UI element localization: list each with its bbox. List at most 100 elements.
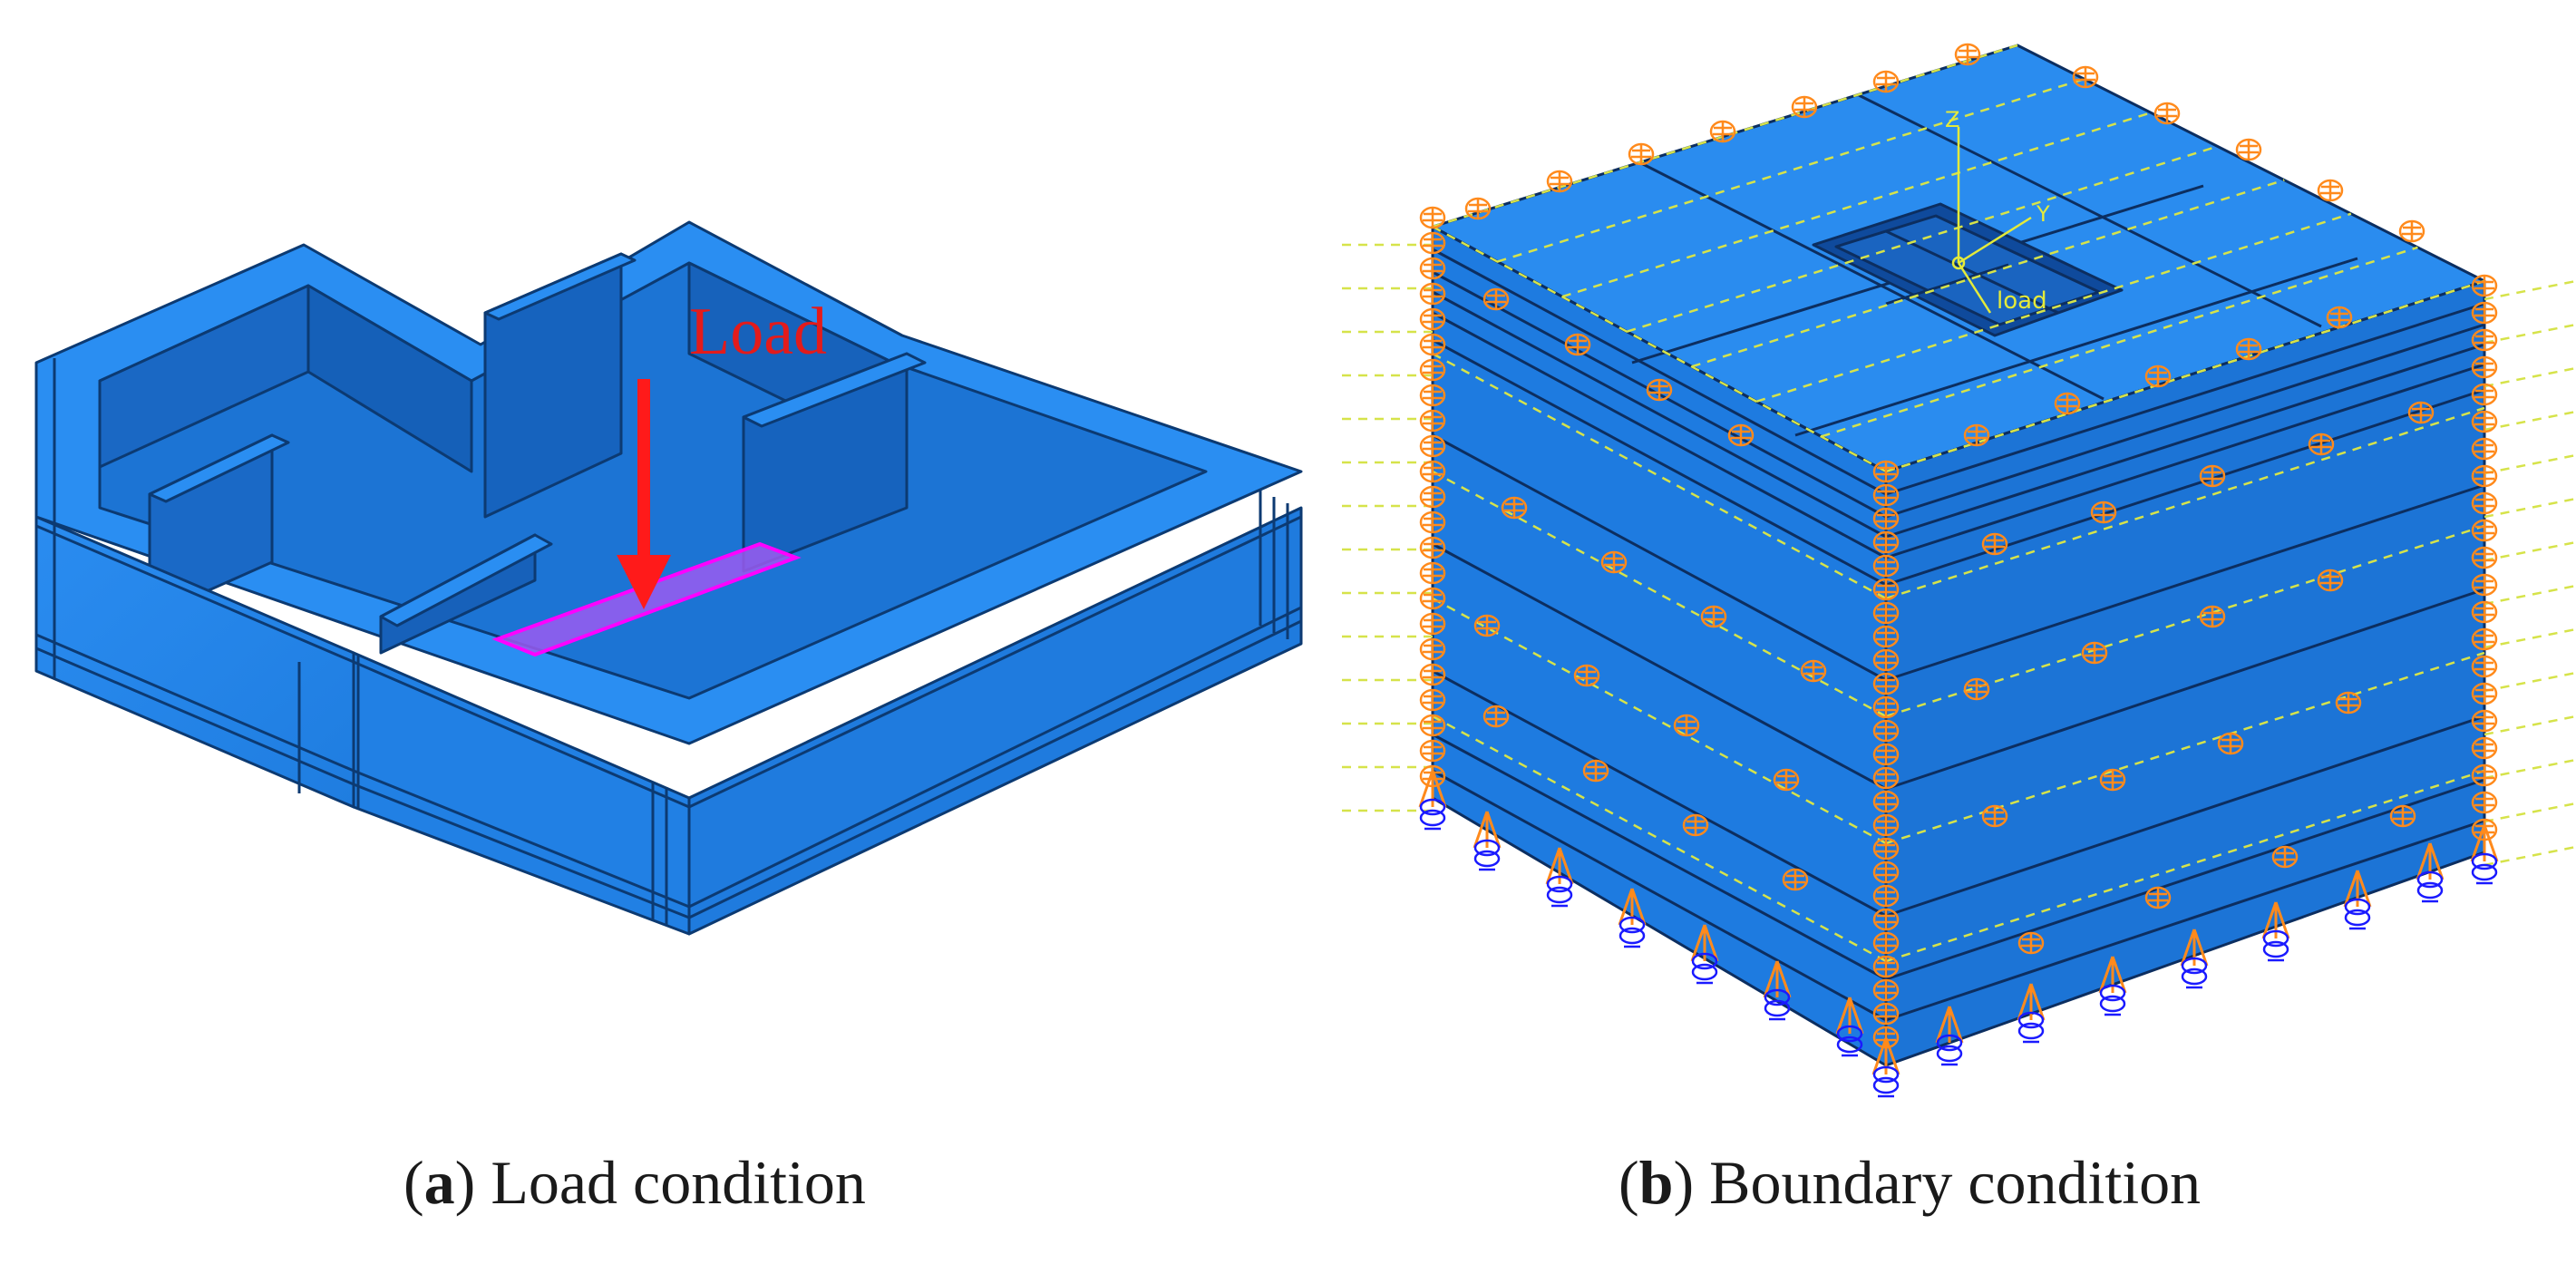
spring-icon xyxy=(1419,612,1446,636)
spring-icon xyxy=(2335,691,2362,715)
spring-icon xyxy=(2235,337,2262,361)
spring-icon xyxy=(2144,365,2172,388)
spring-icon xyxy=(1872,719,1900,743)
spring-icon xyxy=(1419,231,1446,255)
spring-icon xyxy=(1872,578,1900,601)
spring-icon xyxy=(2471,519,2498,542)
spring-icon xyxy=(1419,282,1446,306)
spring-icon xyxy=(2471,709,2498,733)
spring-icon xyxy=(1464,197,1492,220)
spring-icon xyxy=(1872,1002,1900,1026)
spring-icon xyxy=(1482,287,1510,311)
spring-icon xyxy=(1872,695,1900,719)
caption-letter-b: b xyxy=(1638,1148,1674,1217)
spring-icon xyxy=(1582,759,1609,783)
support-icon xyxy=(2261,901,2290,962)
spring-icon xyxy=(1473,614,1501,637)
axis-label-load: load xyxy=(1997,287,2047,315)
spring-icon xyxy=(1872,554,1900,578)
support-icon xyxy=(1418,770,1447,831)
spring-boundary-markers xyxy=(1419,43,2498,1049)
spring-icon xyxy=(1419,333,1446,356)
spring-icon xyxy=(2471,655,2498,678)
spring-icon xyxy=(1419,384,1446,407)
support-icon xyxy=(1935,1006,1964,1066)
spring-icon xyxy=(1773,768,1800,792)
spring-icon xyxy=(2471,546,2498,569)
spring-icon xyxy=(2471,763,2498,787)
spring-icon xyxy=(1872,648,1900,672)
load-label: Load xyxy=(689,295,827,369)
spring-icon xyxy=(2471,791,2498,814)
spring-icon xyxy=(1419,587,1446,610)
caption-letter-a: a xyxy=(423,1148,455,1217)
spring-icon xyxy=(2317,179,2344,202)
axis-label-y: Y xyxy=(2036,201,2050,227)
spring-icon xyxy=(1419,688,1446,712)
spring-icon xyxy=(1646,378,1673,402)
spring-icon xyxy=(1963,423,1990,447)
spring-icon xyxy=(1782,868,1809,891)
spring-icon xyxy=(2308,433,2335,456)
spring-icon xyxy=(1963,677,1990,701)
spring-icon xyxy=(2471,573,2498,597)
spring-icon xyxy=(1872,978,1900,1002)
spring-icon xyxy=(2471,682,2498,705)
spring-icon xyxy=(1709,120,1736,143)
caption-text-b: Boundary condition xyxy=(1709,1148,2202,1217)
panel-boundary-condition: Z Y load (b) Boundary condition xyxy=(1342,0,2576,1264)
spring-icon xyxy=(2235,138,2262,161)
support-icon xyxy=(2098,956,2127,1016)
spring-icon xyxy=(1419,206,1446,229)
spring-icon xyxy=(1600,550,1628,574)
spring-icon xyxy=(1872,884,1900,908)
foundation-model-diagram: Load xyxy=(34,220,1303,936)
support-icon xyxy=(2470,824,2499,885)
spring-icon xyxy=(1872,483,1900,507)
spring-icon xyxy=(2471,491,2498,515)
spring-icon xyxy=(2017,931,2045,955)
spring-icon xyxy=(1791,95,1818,119)
caption-text-a: Load condition xyxy=(491,1148,866,1217)
spring-icon xyxy=(2471,274,2498,297)
pinned-support-markers xyxy=(1418,770,2499,1098)
support-icon xyxy=(1690,924,1719,985)
layer-lines-right xyxy=(1885,302,2485,1022)
spring-icon xyxy=(2199,605,2226,628)
spring-icon xyxy=(1872,955,1900,978)
spring-icon xyxy=(1419,257,1446,280)
support-icon xyxy=(1835,997,1864,1057)
spring-icon xyxy=(1727,423,1755,447)
soil-block-diagram: Z Y load xyxy=(1342,43,2576,1098)
spring-icon xyxy=(1872,601,1900,625)
spring-icon xyxy=(1981,532,2008,556)
spring-icon xyxy=(1673,714,1700,737)
spring-icon xyxy=(2099,768,2126,792)
guide-lines xyxy=(1342,44,2576,963)
spring-icon xyxy=(2471,600,2498,624)
spring-icon xyxy=(2389,804,2416,828)
spring-icon xyxy=(1872,837,1900,860)
support-icon xyxy=(2343,870,2372,930)
spring-icon xyxy=(1482,705,1510,728)
spring-icon xyxy=(1419,460,1446,483)
spring-icon xyxy=(2217,732,2244,755)
spring-icon xyxy=(1573,664,1600,687)
spring-icon xyxy=(1419,637,1446,661)
spring-icon xyxy=(2471,627,2498,651)
spring-icon xyxy=(1981,804,2008,828)
spring-icon xyxy=(1564,333,1591,356)
spring-icon xyxy=(2471,301,2498,325)
spring-icon xyxy=(2072,65,2099,89)
spring-icon xyxy=(1501,496,1528,520)
spring-icon xyxy=(2271,845,2299,869)
spring-icon xyxy=(1872,460,1900,483)
spring-icon xyxy=(2398,219,2425,243)
support-icon xyxy=(2180,929,2209,989)
spring-icon xyxy=(1419,663,1446,686)
spring-icon xyxy=(1419,307,1446,331)
spring-icon xyxy=(1628,142,1655,166)
layer-lines-left xyxy=(1432,248,1887,1022)
spring-icon xyxy=(2471,383,2498,406)
spring-icon xyxy=(1954,43,1981,66)
